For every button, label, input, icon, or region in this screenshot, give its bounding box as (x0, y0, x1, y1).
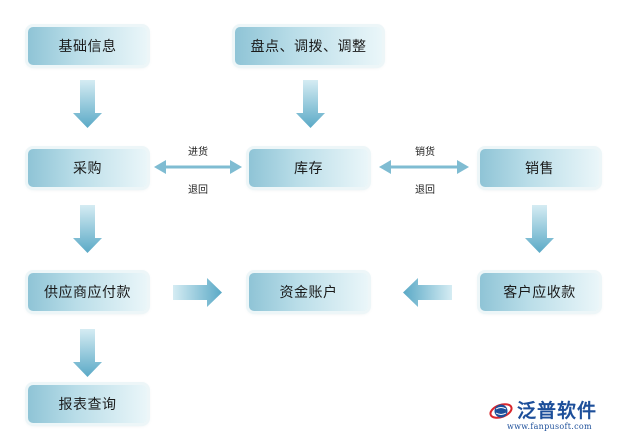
arrow-sales-to-receivable (525, 205, 554, 253)
brand-logo: 泛普软件 www.fanpusoft.com (487, 398, 612, 440)
arrow-purchase-stock-double (154, 160, 242, 174)
globe-swoosh-icon (489, 403, 513, 419)
node-report-query: 报表查询 (28, 385, 147, 423)
label-sales-out: 销货 (415, 147, 435, 158)
label-sales-return: 退回 (415, 185, 435, 196)
arrow-stock-sales-double (379, 160, 469, 174)
logo-name: 泛普软件 (517, 400, 598, 422)
arrow-purchase-to-payable (73, 205, 102, 253)
arrow-payable-to-report (73, 329, 102, 377)
node-inventory-adjust: 盘点、调拨、调整 (235, 27, 382, 65)
arrow-receivable-to-fund (403, 278, 452, 307)
node-purchase: 采购 (28, 149, 147, 187)
node-basic-info: 基础信息 (28, 27, 147, 65)
arrow-payable-to-fund (173, 278, 222, 307)
label-purchase-in: 进货 (188, 147, 208, 158)
node-customer-receivable: 客户应收款 (480, 273, 599, 311)
node-sales: 销售 (480, 149, 599, 187)
node-supplier-payment: 供应商应付款 (28, 273, 147, 311)
arrow-adjust-to-stock (296, 80, 325, 128)
arrow-basic-to-purchase (73, 80, 102, 128)
node-fund-account: 资金账户 (249, 273, 368, 311)
label-purchase-return: 退回 (188, 185, 208, 196)
node-stock: 库存 (249, 149, 368, 187)
logo-url: www.fanpusoft.com (507, 422, 592, 431)
